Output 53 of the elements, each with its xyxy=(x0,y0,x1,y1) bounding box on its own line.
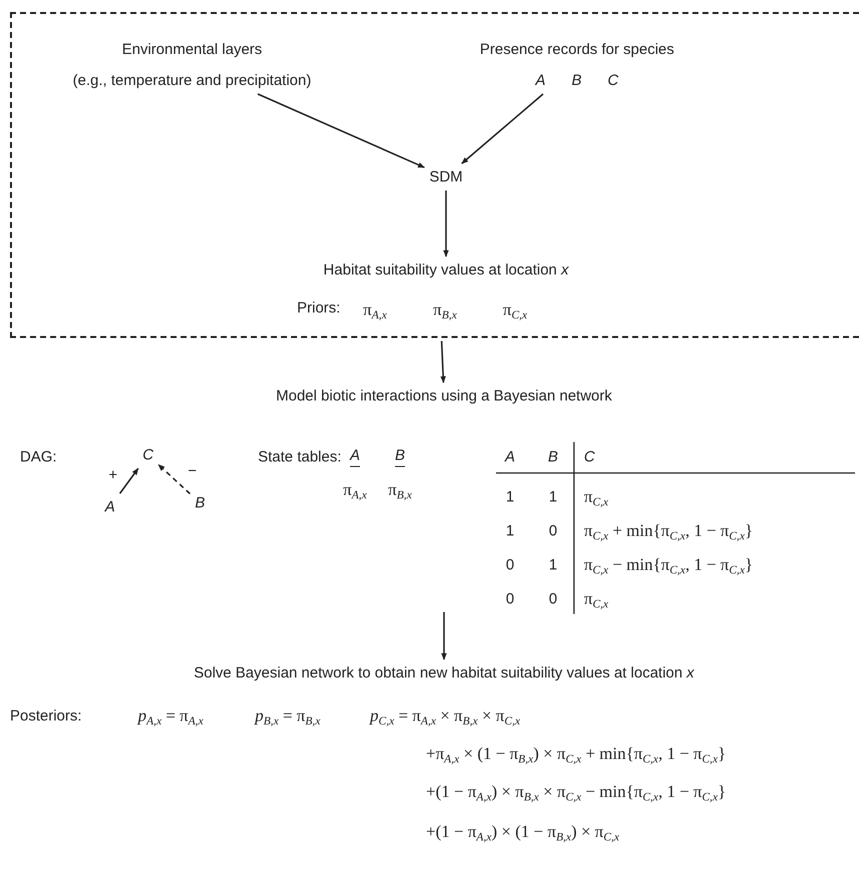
node-letter: A xyxy=(105,498,115,516)
prior-value: π$_{C,x}$ xyxy=(502,300,528,320)
heading-text: SDM xyxy=(429,168,463,186)
arrow xyxy=(441,612,447,660)
equation: p$_{A,x}$ = π$_{A,x}$ xyxy=(138,706,204,726)
table-cell: π$_{C,x}$ + min{π$_{C,x}$, 1 − π$_{C,x}$} xyxy=(584,521,753,541)
arrow xyxy=(440,340,446,384)
heading-text: Model biotic interactions using a Bayesian network xyxy=(276,388,612,404)
table-cell: 1 xyxy=(548,556,558,574)
row-heading: DAG: xyxy=(20,448,57,466)
table-cell: 1 xyxy=(506,522,514,540)
subheading-text: (e.g., temperature and precipitation) xyxy=(72,72,312,89)
table-cell: π$_{C,x}$ xyxy=(584,487,608,507)
heading-text: Presence records for species xyxy=(480,41,674,58)
table-cell: π$_{B,x}$ xyxy=(388,480,412,500)
dashed-frame xyxy=(10,12,859,338)
prior-value: π$_{B,x}$ xyxy=(433,300,457,320)
table-cell: 0 xyxy=(506,556,514,574)
table-cell: A xyxy=(350,447,360,467)
table-cell: 0 xyxy=(548,590,558,608)
table-cell: 0 xyxy=(506,590,514,608)
table-cell: 0 xyxy=(548,522,558,540)
table-cell: π$_{C,x}$ − min{π$_{C,x}$, 1 − π$_{C,x}$} xyxy=(584,555,753,575)
heading-text: Solve Bayesian network to obtain new habitat suitability values at location x xyxy=(194,664,694,682)
species-letter: A xyxy=(536,72,546,89)
equation: p$_{C,x}$ = π$_{A,x}$ × π$_{B,x}$ × π$_{C,x}$ xyxy=(370,706,520,726)
equation: p$_{B,x}$ = π$_{B,x}$ xyxy=(255,706,320,726)
table-cell: C xyxy=(584,448,595,466)
equation: +(1 − π$_{A,x}$) × (1 − π$_{B,x}$) × π$_{C,x}$ xyxy=(426,822,620,842)
row-heading: Priors: xyxy=(297,300,340,316)
equation: +π$_{A,x}$ × (1 − π$_{B,x}$) × π$_{C,x}$ + min{π$_{C,x}$, 1 − π$_{C,x}$} xyxy=(426,744,726,764)
table-cell: A xyxy=(505,448,515,466)
table-cell: π$_{A,x}$ xyxy=(343,480,367,500)
arrow xyxy=(257,93,425,168)
table-cell: B xyxy=(395,447,405,467)
row-heading: Posteriors: xyxy=(10,708,82,724)
table-cell: π$_{C,x}$ xyxy=(584,589,608,609)
table-cell: 1 xyxy=(506,488,514,506)
node-letter: C xyxy=(142,446,154,464)
species-letter: C xyxy=(608,72,618,89)
row-heading: State tables: xyxy=(258,448,342,466)
equation: +(1 − π$_{A,x}$) × π$_{B,x}$ × π$_{C,x}$ − min{π$_{C,x}$, 1 − π$_{C,x}$} xyxy=(426,782,726,802)
prior-value: π$_{A,x}$ xyxy=(363,300,387,320)
arrow xyxy=(443,190,449,258)
node-letter: B xyxy=(195,494,205,512)
heading-text: Environmental layers xyxy=(122,41,262,58)
heading-text: Habitat suitability values at location x xyxy=(323,262,569,278)
arrow xyxy=(119,468,139,494)
dashed-arrow xyxy=(158,464,191,494)
arrow xyxy=(461,93,544,164)
table-cell: 1 xyxy=(548,488,558,506)
species-letter: B xyxy=(572,72,582,89)
table-cell: B xyxy=(548,448,558,466)
